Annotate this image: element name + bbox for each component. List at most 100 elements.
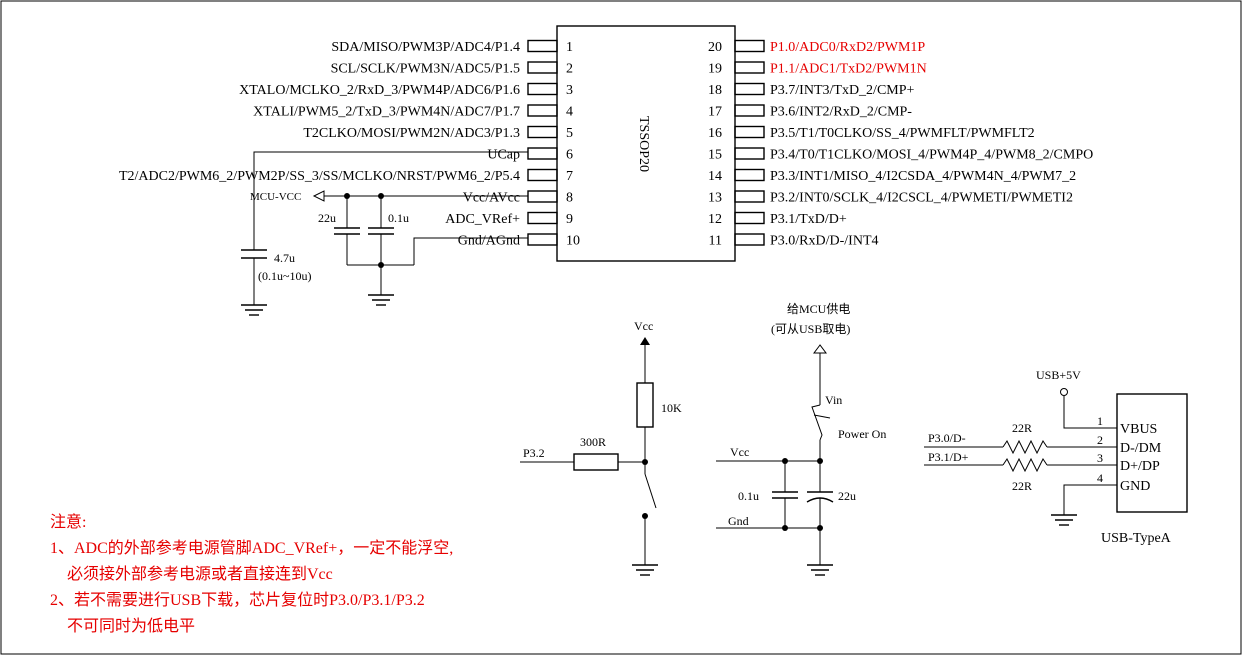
mcu-vcc-arrow-icon <box>312 190 325 202</box>
power-circuit: 给MCU供电 (可从USB取电) Vin Power On Vcc 0.1u 2… <box>716 302 886 576</box>
chip-pin-left: 6 UCap <box>487 147 573 163</box>
pin-box <box>527 82 558 96</box>
usb-5v-label: USB+5V <box>1036 368 1081 382</box>
pin-box <box>734 61 765 74</box>
pin-box <box>734 82 765 96</box>
usb-pin: 2D-/DM <box>1097 433 1162 456</box>
resistor-300r <box>573 453 619 471</box>
pin-number: 6 <box>566 148 573 163</box>
resistor-300r-label: 300R <box>580 435 606 449</box>
pin-label: XTALO/MCLKO_2/RxD_3/PWM4P/ADC6/P1.6 <box>239 83 520 98</box>
usb-pin-label: VBUS <box>1120 422 1157 437</box>
pin-number: 15 <box>708 148 722 163</box>
ground-icon <box>632 564 658 576</box>
pin-number: 16 <box>708 126 722 141</box>
notes-line-2: 必须接外部参考电源或者直接连到Vcc <box>67 565 333 583</box>
pin-number: 12 <box>708 212 722 227</box>
pin-box <box>527 39 558 53</box>
resistor-10k <box>636 382 654 428</box>
pin-label: T2CLKO/MOSI/PWM2N/ADC3/P1.3 <box>303 126 520 141</box>
pin-box <box>734 211 765 225</box>
chip-pin-left: 7T2/ADC2/PWM6_2/PWM2P/SS_3/SS/MCLKO/NRST… <box>119 168 573 184</box>
mcu-vcc-label: MCU-VCC <box>250 191 301 203</box>
junction-dot <box>782 525 788 531</box>
notes-line-1: 1、ADC的外部参考电源管脚ADC_VRef+，一定不能浮空, <box>50 539 453 557</box>
pin-number: 17 <box>708 105 722 120</box>
pin-label: ADC_VRef+ <box>445 212 520 227</box>
vcc-arrow-icon <box>640 337 650 345</box>
dp-net-label: P3.1/D+ <box>928 450 969 464</box>
pin-number: 11 <box>709 234 722 249</box>
pin-box <box>527 147 558 160</box>
pin-number: 8 <box>566 191 573 206</box>
pin-number: 10 <box>566 234 580 249</box>
usb-connector-body <box>1116 393 1188 513</box>
pin-box <box>734 168 765 182</box>
pin-label: P3.2/INT0/SCLK_4/I2CSCL_4/PWMETI/PWMETI2 <box>770 191 1073 206</box>
ground-icon <box>368 294 394 306</box>
pin-box <box>734 125 765 139</box>
p32-label: P3.2 <box>523 446 545 460</box>
chip-pin-right: 18 P3.7/INT3/TxD_2/CMP+ <box>708 82 915 98</box>
pin-label: P3.3/INT1/MISO_4/I2CSDA_4/PWM4N_4/PWM7_2 <box>770 169 1076 184</box>
power-terminal-icon <box>1060 388 1068 396</box>
power-note-2: (可从USB取电) <box>771 322 850 336</box>
usb-connector-label: USB-TypeA <box>1101 531 1172 546</box>
reset-circuit: Vcc 10K P3.2 300R <box>520 319 682 576</box>
pin-box <box>527 211 558 225</box>
gnd-wire <box>413 237 528 265</box>
notes-line-4: 不可同时为低电平 <box>67 617 195 635</box>
pin-label: T2/ADC2/PWM6_2/PWM2P/SS_3/SS/MCLKO/NRST/… <box>119 169 520 184</box>
left-pin-group: 1SDA/MISO/PWM3P/ADC4/P1.42SCL/SCLK/PWM3N… <box>119 39 580 249</box>
left-power-circuit: 4.7u (0.1u~10u) MCU-VCC 22u 0.1u <box>241 151 528 316</box>
r1-label: 22R <box>1012 421 1032 435</box>
pin-label: P3.5/T1/T0CLKO/SS_4/PWMFLT/PWMFLT2 <box>770 126 1035 141</box>
pin-number: 20 <box>708 40 722 55</box>
r2-label: 22R <box>1012 479 1032 493</box>
pin-label: UCap <box>487 148 520 163</box>
pin-label: P3.1/TxD/D+ <box>770 212 847 227</box>
pin-label: P1.1/ADC1/TxD2/PWM1N <box>770 62 927 77</box>
pin-label: Gnd/AGnd <box>458 234 520 249</box>
pin-box <box>527 233 558 246</box>
power-cap1-label: 0.1u <box>738 489 759 503</box>
power-gnd-label: Gnd <box>728 514 749 528</box>
power-vcc-label: Vcc <box>730 445 749 459</box>
cap-01u-label: 0.1u <box>388 211 409 225</box>
junction-dot <box>817 525 823 531</box>
chip-package-label: TSSOP20 <box>636 116 651 172</box>
ground-icon <box>241 304 267 316</box>
junction-dot <box>378 262 384 268</box>
pin-number: 9 <box>566 212 573 227</box>
resistor-22r-dm <box>1002 439 1048 455</box>
pin-label: P1.0/ADC0/RxD2/PWM1P <box>770 40 925 55</box>
reset-switch <box>644 473 657 509</box>
pin-number: 14 <box>708 169 722 184</box>
ground-icon <box>1051 514 1077 526</box>
ucap-range: (0.1u~10u) <box>258 269 311 283</box>
pin-box <box>734 147 765 160</box>
pin-label: P3.7/INT3/TxD_2/CMP+ <box>770 83 915 98</box>
chip-pin-right: 20 P1.0/ADC0/RxD2/PWM1P <box>708 39 925 55</box>
ground-icon <box>807 564 833 576</box>
pin-label: SDA/MISO/PWM3P/ADC4/P1.4 <box>331 40 520 55</box>
pin-number: 4 <box>566 105 573 120</box>
power-switch-icon <box>811 404 823 441</box>
vin-label: Vin <box>825 393 842 407</box>
pin-number: 18 <box>708 83 722 98</box>
ucap-wire <box>253 151 528 242</box>
pin-label: P3.6/INT2/RxD_2/CMP- <box>770 105 912 120</box>
pin-box <box>527 190 558 203</box>
pin-label: XTALI/PWM5_2/TxD_3/PWM4N/ADC7/P1.7 <box>253 105 520 120</box>
usb-pin-number: 2 <box>1097 433 1103 447</box>
chip-pin-right: 12 P3.1/TxD/D+ <box>708 211 847 227</box>
